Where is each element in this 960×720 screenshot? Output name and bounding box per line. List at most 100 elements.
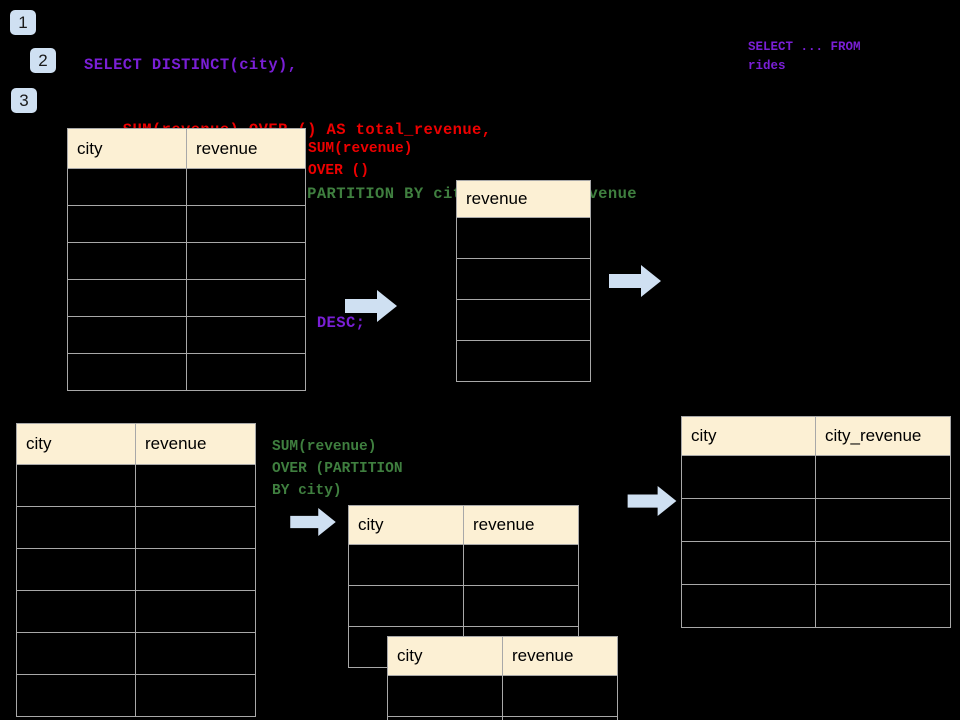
table-row bbox=[456, 299, 591, 341]
annotation-city-revenue: SUM(revenue) OVER (PARTITION BY city) bbox=[272, 439, 403, 499]
sidenote-select-from-rides: SELECT ... FROM rides bbox=[748, 40, 861, 73]
arrow-partition-to-output bbox=[627, 486, 677, 516]
cell-revenue bbox=[463, 544, 579, 586]
cell-revenue bbox=[186, 353, 306, 391]
cell-city bbox=[348, 544, 464, 586]
cell-city-revenue bbox=[815, 498, 951, 542]
arrow-source-to-partition bbox=[290, 508, 336, 536]
column-header-city: city bbox=[681, 416, 816, 456]
partition-table-front: city revenue bbox=[387, 636, 618, 720]
table-row bbox=[456, 217, 591, 259]
cell-revenue bbox=[135, 548, 256, 591]
step-badge-2: 2 bbox=[30, 48, 56, 73]
column-header-city: city bbox=[387, 636, 503, 676]
step-badge-3: 3 bbox=[11, 88, 37, 113]
cell-city bbox=[681, 498, 816, 542]
cell-city bbox=[67, 205, 187, 243]
table-header-row: revenue bbox=[456, 180, 591, 218]
cell-city bbox=[16, 590, 136, 633]
cell-city bbox=[387, 716, 503, 720]
table-row bbox=[681, 498, 951, 542]
table-row bbox=[16, 632, 256, 675]
table-header-row: city revenue bbox=[387, 636, 618, 676]
cell-city bbox=[681, 584, 816, 628]
table-row bbox=[387, 716, 618, 720]
table-row bbox=[16, 548, 256, 591]
cell-revenue bbox=[135, 590, 256, 633]
table-header-row: city revenue bbox=[67, 128, 306, 169]
cell-city bbox=[16, 632, 136, 675]
column-header-city: city bbox=[348, 505, 464, 545]
table-header-row: city city_revenue bbox=[681, 416, 951, 456]
column-header-city-revenue: city_revenue bbox=[815, 416, 951, 456]
partition-table-back: city revenue bbox=[348, 505, 579, 668]
cell-city bbox=[16, 464, 136, 507]
table-row bbox=[67, 242, 306, 280]
table-row bbox=[16, 464, 256, 507]
source-table-top: city revenue bbox=[67, 128, 306, 391]
cell-city-revenue bbox=[815, 455, 951, 499]
table-row bbox=[67, 316, 306, 354]
cell-revenue bbox=[135, 464, 256, 507]
column-header-revenue: revenue bbox=[135, 423, 256, 465]
total-revenue-table: revenue bbox=[456, 180, 591, 382]
table-row bbox=[348, 544, 579, 586]
output-table: city city_revenue bbox=[681, 416, 951, 628]
table-row bbox=[681, 455, 951, 499]
cell-city bbox=[681, 541, 816, 585]
cell-revenue bbox=[186, 205, 306, 243]
table-row bbox=[16, 590, 256, 633]
arrow-total-to-output bbox=[609, 265, 661, 297]
cell-revenue bbox=[456, 340, 591, 382]
cell-revenue bbox=[502, 675, 618, 717]
cell-city bbox=[67, 353, 187, 391]
table-row bbox=[348, 585, 579, 627]
column-header-city: city bbox=[16, 423, 136, 465]
cell-revenue bbox=[456, 299, 591, 341]
cell-city bbox=[348, 585, 464, 627]
sql-line-1: SELECT DISTINCT(city), bbox=[84, 56, 298, 74]
table-row bbox=[681, 541, 951, 585]
cell-revenue bbox=[186, 279, 306, 317]
cell-city bbox=[67, 316, 187, 354]
table-row bbox=[16, 674, 256, 717]
table-row bbox=[67, 205, 306, 243]
cell-city bbox=[67, 168, 187, 206]
table-header-row: city revenue bbox=[16, 423, 256, 465]
cell-city bbox=[16, 506, 136, 549]
source-table-bottom: city revenue bbox=[16, 423, 256, 717]
table-header-row: city revenue bbox=[348, 505, 579, 545]
cell-revenue bbox=[186, 242, 306, 280]
cell-revenue bbox=[135, 506, 256, 549]
cell-city-revenue bbox=[815, 584, 951, 628]
cell-city bbox=[67, 279, 187, 317]
arrow-source-to-total bbox=[345, 290, 397, 322]
cell-city bbox=[16, 674, 136, 717]
table-row bbox=[456, 340, 591, 382]
table-row bbox=[681, 584, 951, 628]
column-header-city: city bbox=[67, 128, 187, 169]
cell-city bbox=[681, 455, 816, 499]
cell-revenue bbox=[135, 674, 256, 717]
table-row bbox=[67, 279, 306, 317]
cell-city bbox=[67, 242, 187, 280]
table-row bbox=[387, 675, 618, 717]
step-badge-1: 1 bbox=[10, 10, 36, 35]
table-row bbox=[456, 258, 591, 300]
cell-revenue bbox=[186, 316, 306, 354]
column-header-revenue: revenue bbox=[186, 128, 306, 169]
annotation-total-revenue: SUM(revenue) OVER () bbox=[308, 141, 413, 179]
column-header-revenue: revenue bbox=[456, 180, 591, 218]
cell-city bbox=[16, 548, 136, 591]
table-row bbox=[16, 506, 256, 549]
cell-revenue bbox=[502, 716, 618, 720]
cell-revenue bbox=[456, 258, 591, 300]
table-row bbox=[67, 168, 306, 206]
cell-revenue bbox=[463, 585, 579, 627]
column-header-revenue: revenue bbox=[502, 636, 618, 676]
cell-city bbox=[387, 675, 503, 717]
column-header-revenue: revenue bbox=[463, 505, 579, 545]
cell-city-revenue bbox=[815, 541, 951, 585]
cell-revenue bbox=[135, 632, 256, 675]
